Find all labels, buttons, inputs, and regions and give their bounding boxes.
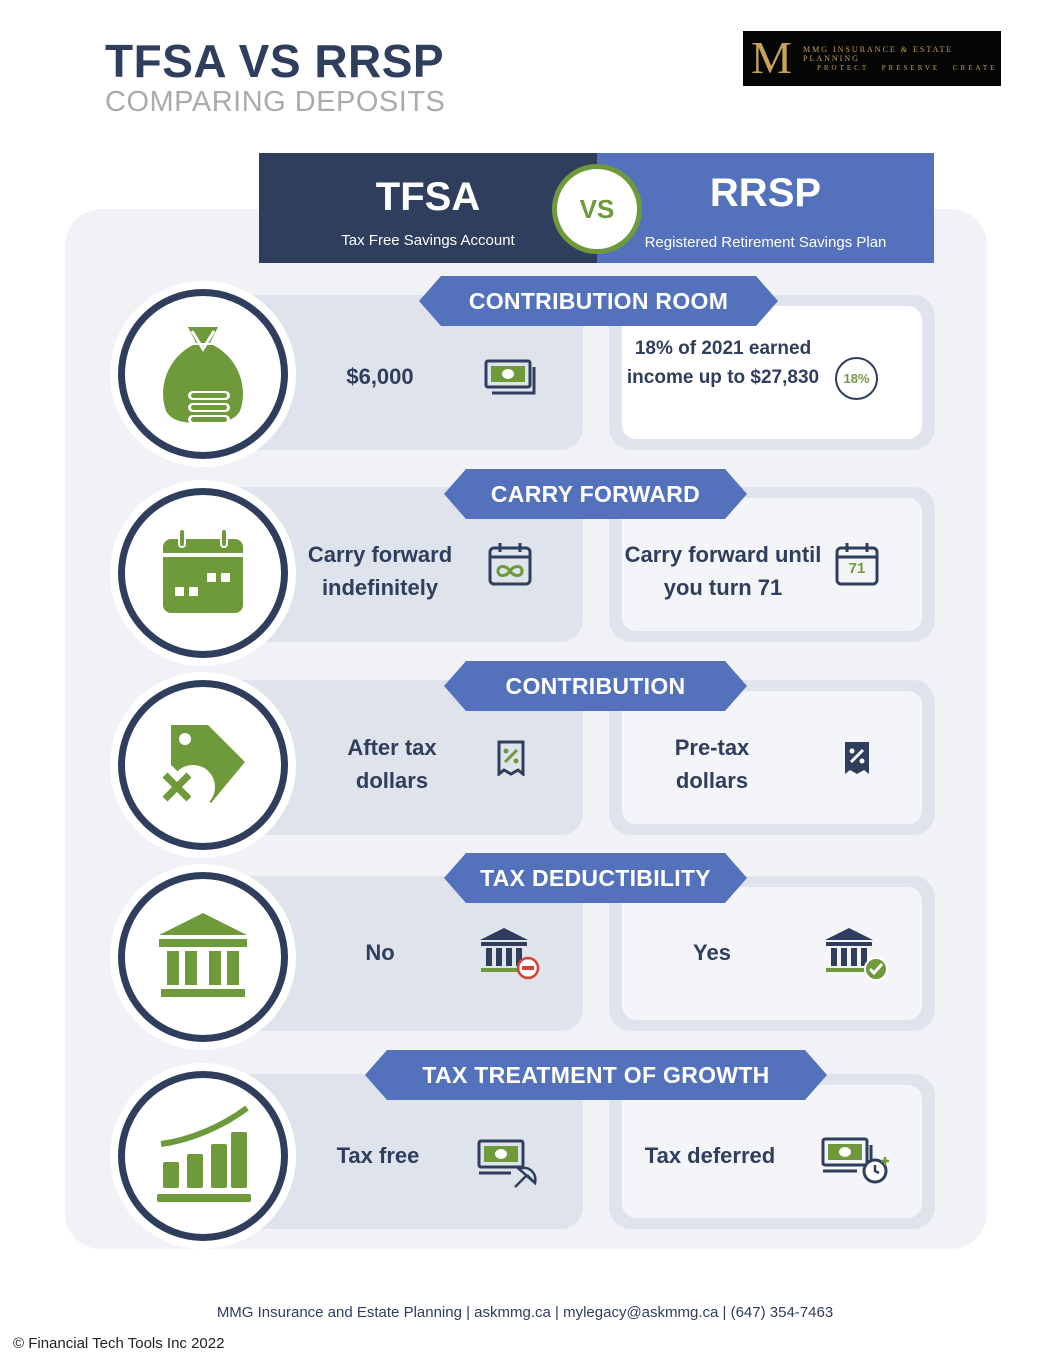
rrsp-tax-deductibility-text: Yes xyxy=(693,940,731,965)
tfsa-contribution-room-text: $6,000 xyxy=(346,364,414,389)
calendar-71-label: 71 xyxy=(848,560,866,577)
money-bag-icon xyxy=(118,289,288,459)
cash-clock-icon xyxy=(821,1137,889,1184)
page-title: TFSA VS RRSP xyxy=(105,35,445,87)
calendar-icon xyxy=(118,488,288,658)
copyright-notice: © Financial Tech Tools Inc 2022 xyxy=(13,1335,225,1352)
calendar-71-icon: 71 xyxy=(834,541,880,587)
category-banner-tax-treatment: TAX TREATMENT OF GROWTH xyxy=(365,1050,827,1100)
rrsp-header: RRSP Registered Retirement Savings Plan xyxy=(597,153,934,263)
rrsp-carry-forward-text: Carry forward until you turn 71 xyxy=(624,542,822,600)
rrsp-cell-tax-deductibility xyxy=(609,876,935,1031)
tfsa-carry-forward-text: Carry forward indefinitely xyxy=(307,542,453,600)
rrsp-title: RRSP xyxy=(709,171,822,215)
calendar-infinity-icon xyxy=(488,543,532,586)
rrsp-contribution-room-text: 18% of 2021 earned income up to $27,830 xyxy=(626,338,820,388)
cash-stack-icon xyxy=(484,359,536,395)
rrsp-tax-treatment-text: Tax deferred xyxy=(644,1143,776,1168)
tfsa-header: TFSA Tax Free Savings Account xyxy=(259,153,597,263)
vs-badge: VS xyxy=(552,164,642,254)
logo-tagline: PROTECT PRESERVE CREATE xyxy=(817,64,998,72)
company-logo: M MMG INSURANCE & ESTATE PLANNING PROTEC… xyxy=(743,31,1001,86)
tfsa-tax-deductibility-text: No xyxy=(365,940,395,965)
tfsa-subtitle: Tax Free Savings Account xyxy=(341,232,515,249)
price-tag-icon xyxy=(118,680,288,850)
logo-monogram: M xyxy=(751,32,792,83)
growth-chart-icon xyxy=(118,1071,288,1241)
bank-icon xyxy=(118,872,288,1042)
tfsa-tax-treatment-text: Tax free xyxy=(336,1143,420,1168)
category-banner-carry-forward: CARRY FORWARD xyxy=(444,469,747,519)
percent-badge-icon: 18% xyxy=(835,357,878,400)
rrsp-contribution-text: Pre-tax dollars xyxy=(674,735,750,793)
category-banner-contribution-room: CONTRIBUTION ROOM xyxy=(419,276,778,326)
receipt-percent-icon xyxy=(497,740,525,776)
logo-name: MMG INSURANCE & ESTATE PLANNING xyxy=(803,45,954,63)
bank-minus-icon xyxy=(480,928,540,980)
receipt-percent-filled-icon xyxy=(845,742,869,774)
rrsp-subtitle: Registered Retirement Savings Plan xyxy=(644,234,887,251)
footer-contact: MMG Insurance and Estate Planning | askm… xyxy=(216,1304,834,1321)
tfsa-title: TFSA xyxy=(375,175,481,219)
tfsa-contribution-text: After tax dollars xyxy=(347,735,437,793)
page-subtitle: COMPARING DEPOSITS xyxy=(105,86,446,118)
category-banner-contribution: CONTRIBUTION xyxy=(444,661,747,711)
cash-umbrella-icon xyxy=(477,1139,537,1188)
bank-check-icon xyxy=(825,928,888,981)
category-banner-tax-deductibility: TAX DEDUCTIBILITY xyxy=(444,853,747,903)
